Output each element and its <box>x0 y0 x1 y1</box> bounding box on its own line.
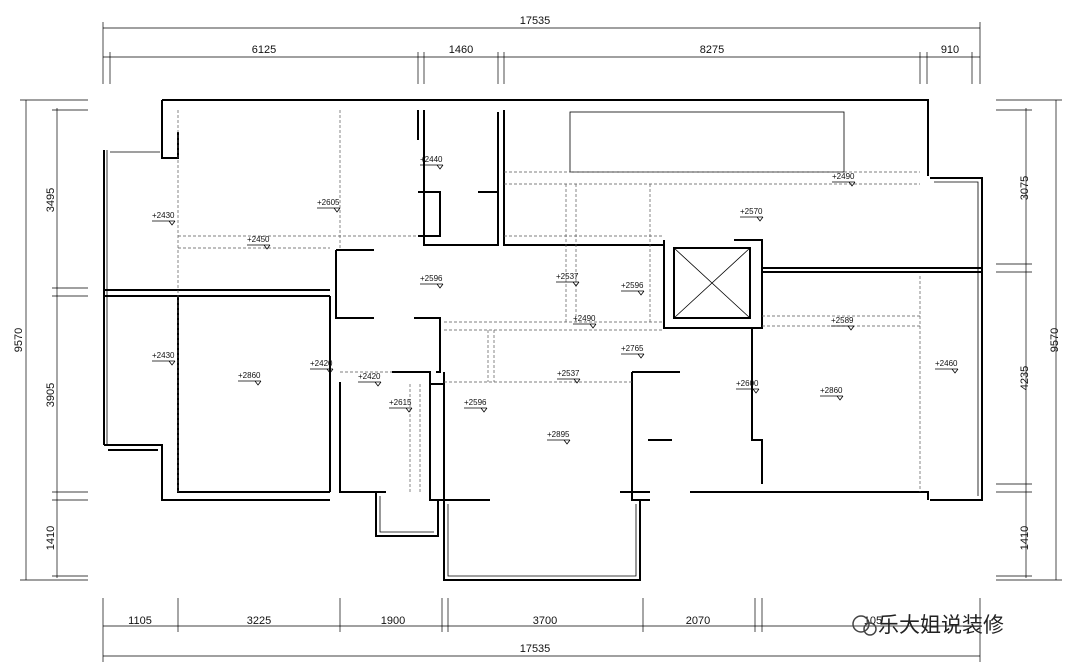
elevation-marker-e04 <box>247 244 271 250</box>
dim-bottom-5: 2070 <box>686 615 710 627</box>
staircase <box>569 111 845 173</box>
elevation-marker-e06 <box>740 216 764 222</box>
elevation-marker-e12 <box>152 360 176 366</box>
elevation-label-e14: +2420 <box>310 359 333 368</box>
watermark: 乐大姐说装修 <box>852 613 1004 637</box>
elevation-label-e15: +2420 <box>358 372 381 381</box>
elevation-label-e11: +2589 <box>831 316 854 325</box>
elevation-label-e13: +2860 <box>238 371 261 380</box>
dim-bottom-total: 17535 <box>520 643 551 655</box>
elevation-marker-e08 <box>556 281 580 287</box>
elevation-label-e09: +2596 <box>621 281 644 290</box>
elevation-marker-e02 <box>317 207 341 213</box>
elevation-marker-e15 <box>358 381 382 387</box>
elevation-marker-e18 <box>557 378 581 384</box>
dim-left-1: 3495 <box>45 188 57 212</box>
dim-bottom-2: 3225 <box>247 615 271 627</box>
elevation-label-e08: +2537 <box>556 272 579 281</box>
dim-top-4: 910 <box>941 44 959 56</box>
elevation-marker-e13 <box>238 380 262 386</box>
elevation-marker-e07 <box>420 283 444 289</box>
elevation-marker-e09 <box>621 290 645 296</box>
elevation-marker-e11 <box>831 325 855 331</box>
elevation-label-e10: +2490 <box>573 314 596 323</box>
dim-right-2: 4235 <box>1019 366 1031 390</box>
elevation-marker-e20 <box>736 388 760 394</box>
elevation-label-e05: +2490 <box>832 172 855 181</box>
elevation-marker-e21 <box>820 395 844 401</box>
elevation-label-e17: +2596 <box>464 398 487 407</box>
elevation-label-e22: +2460 <box>935 359 958 368</box>
dimension-lines <box>20 22 1062 662</box>
elevation-label-e02: +2605 <box>317 198 340 207</box>
elevation-label-e19: +2765 <box>621 344 644 353</box>
elevation-label-e12: +2430 <box>152 351 175 360</box>
elevation-label-e16: +2615 <box>389 398 412 407</box>
elevation-marker-e16 <box>389 407 413 413</box>
watermark-text: 乐大姐说装修 <box>878 613 1004 637</box>
ceiling-lines <box>177 110 921 492</box>
dim-right-total: 9570 <box>1049 328 1061 352</box>
elevator-shaft <box>673 247 751 319</box>
dim-top-total: 17535 <box>520 15 551 27</box>
dim-top-2: 1460 <box>449 44 473 56</box>
elevation-marker-e01 <box>420 164 444 170</box>
elevation-marker-e03 <box>152 220 176 226</box>
elevation-marker-e10 <box>573 323 597 329</box>
elevation-label-e03: +2430 <box>152 211 175 220</box>
dim-left-2: 3905 <box>45 383 57 407</box>
dim-top-3: 8275 <box>700 44 724 56</box>
dim-right-1: 3075 <box>1019 176 1031 200</box>
elevation-label-e23: +2895 <box>547 430 570 439</box>
elevation-label-e20: +2600 <box>736 379 759 388</box>
elevation-label-e04: +2450 <box>247 235 270 244</box>
dim-top-1: 6125 <box>252 44 276 56</box>
elevation-marker-e05 <box>832 181 856 187</box>
dim-right-3: 1410 <box>1019 526 1031 550</box>
elevation-marker-e23 <box>547 439 571 445</box>
elevation-marker-e19 <box>621 353 645 359</box>
dim-bottom-3: 1900 <box>381 615 405 627</box>
elevation-label-e18: +2537 <box>557 369 580 378</box>
elevation-label-e01: +2440 <box>420 155 443 164</box>
dim-bottom-4: 3700 <box>533 615 557 627</box>
elevation-label-e21: +2860 <box>820 386 843 395</box>
elevation-label-e06: +2570 <box>740 207 763 216</box>
elevation-labels: +2440 +2605 +2430 +2450 +2490 +2570 +2596 +2537… <box>152 155 959 445</box>
dim-bottom-1: 1105 <box>128 615 152 627</box>
dimension-labels: 17535 6125 1460 8275 910 1105 3225 1900 … <box>13 15 1061 655</box>
elevation-marker-e22 <box>935 368 959 374</box>
elevation-label-e07: +2596 <box>420 274 443 283</box>
dim-left-total: 9570 <box>13 328 25 352</box>
dim-left-3: 1410 <box>45 526 57 550</box>
wechat-icon <box>852 615 877 636</box>
elevation-marker-e14 <box>310 368 334 374</box>
elevation-marker-e17 <box>464 407 488 413</box>
